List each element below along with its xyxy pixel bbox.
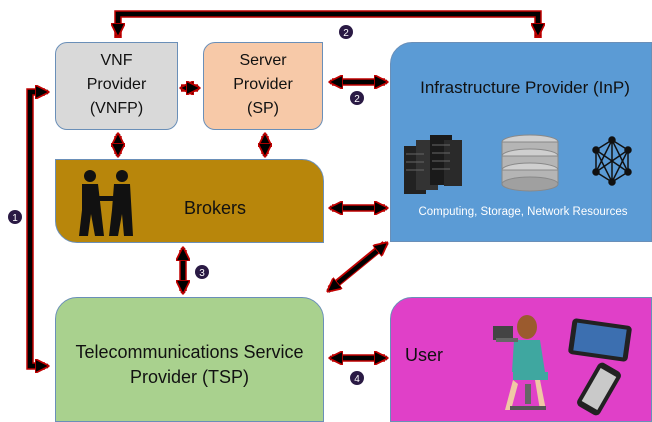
server-provider-line3: (SP) bbox=[247, 100, 279, 117]
arrow-tsp-inp bbox=[328, 243, 387, 291]
brokers-label: Brokers bbox=[183, 198, 246, 218]
arrow-vnfp-tsp bbox=[27, 92, 48, 366]
svg-text:3: 3 bbox=[199, 268, 205, 279]
server-provider-line2: Provider bbox=[233, 76, 293, 93]
marker-2-side: 2 bbox=[350, 91, 364, 105]
svg-text:4: 4 bbox=[354, 374, 360, 385]
infrastructure-provider-title: Infrastructure Provider (InP) bbox=[420, 78, 630, 97]
tsp-line1: Telecommunications Service bbox=[75, 342, 304, 362]
storage-icon bbox=[501, 134, 559, 192]
vnf-provider-line3: (VNFP) bbox=[89, 100, 144, 117]
vnf-provider-box bbox=[55, 42, 178, 130]
network-mesh-icon bbox=[592, 136, 632, 186]
marker-2-top: 2 bbox=[339, 25, 353, 39]
phone-icon bbox=[577, 362, 621, 416]
marker-1: 1 bbox=[8, 210, 22, 224]
tablet-icon bbox=[568, 318, 632, 362]
server-provider-line1: Server bbox=[239, 52, 287, 69]
tsp-line2: Provider (TSP) bbox=[129, 367, 250, 387]
user-label: User bbox=[405, 345, 444, 365]
marker-3: 3 bbox=[195, 265, 209, 279]
server-rack-icon bbox=[404, 135, 462, 194]
marker-4: 4 bbox=[350, 371, 364, 385]
server-provider-box bbox=[203, 42, 323, 130]
vnf-provider-line1: VNF bbox=[100, 52, 133, 69]
tsp-box bbox=[55, 297, 324, 422]
svg-text:1: 1 bbox=[12, 213, 18, 224]
arrow-vnfp-inp bbox=[118, 11, 538, 36]
handshake-icon bbox=[79, 170, 133, 236]
infrastructure-resources-label: Computing, Storage, Network Resources bbox=[418, 206, 628, 218]
person-laptop-icon bbox=[493, 315, 548, 410]
svg-text:2: 2 bbox=[343, 28, 349, 39]
vnf-provider-line2: Provider bbox=[86, 76, 147, 93]
svg-text:2: 2 bbox=[354, 94, 360, 105]
